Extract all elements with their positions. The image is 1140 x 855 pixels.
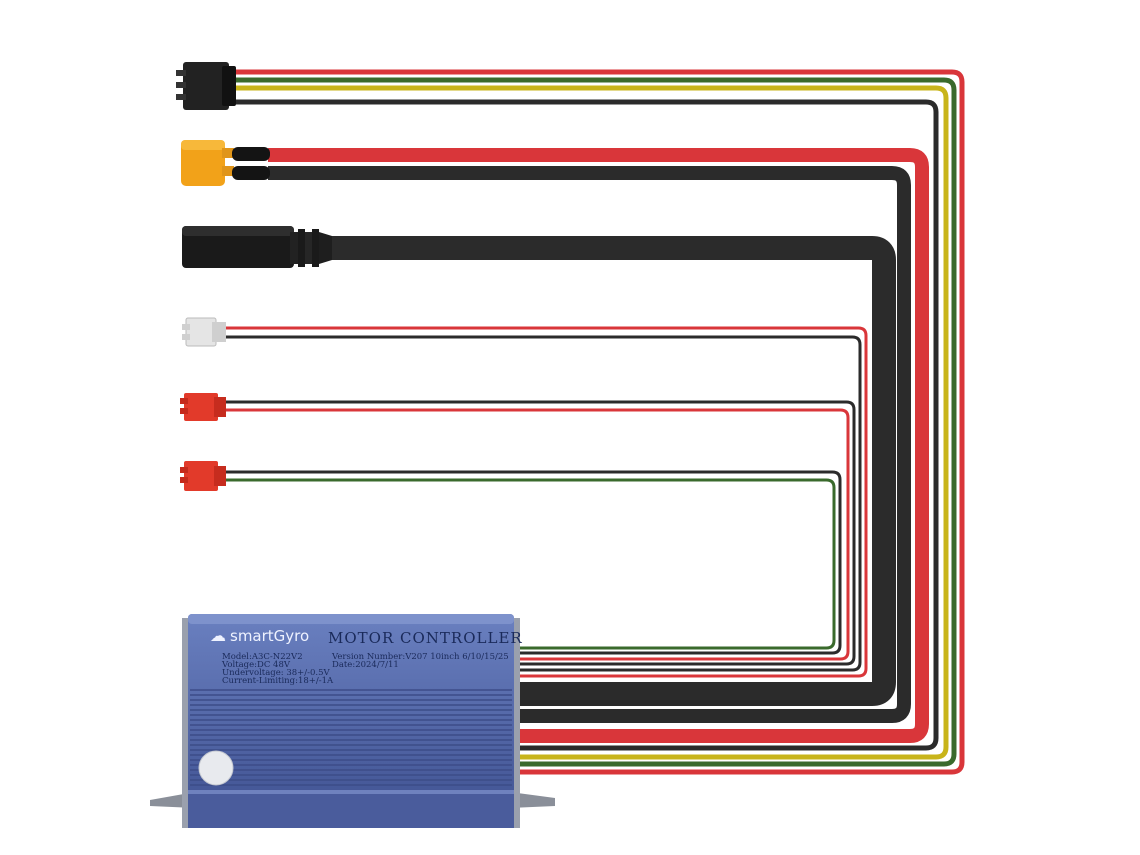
black-wire xyxy=(226,470,842,655)
xt-power-connector xyxy=(181,140,270,186)
black-wire xyxy=(226,335,862,672)
black-wire xyxy=(330,236,896,706)
spec-version: Version Number:V207 10inch 6/10/15/25 xyxy=(331,652,509,662)
controller-title: MOTOR CONTROLLER xyxy=(328,629,523,647)
red-2-pin-connector-a xyxy=(180,393,226,421)
green-wire xyxy=(236,77,957,767)
spec-voltage: Voltage:DC 48V xyxy=(221,660,291,670)
red-wire xyxy=(236,69,965,775)
black-wire xyxy=(226,400,856,666)
white-2-pin-connector xyxy=(182,317,226,347)
black-wire xyxy=(268,166,911,723)
label-sticker xyxy=(198,750,234,786)
green-wire xyxy=(226,478,836,650)
red-wire xyxy=(226,326,868,678)
spec-current-limiting: Current-Limiting:18+/-1A xyxy=(222,676,334,686)
4-pin-signal-connector xyxy=(176,62,236,110)
motor-controller-unit: ☁ smartGyro MOTOR CONTROLLER Model:A3C-N… xyxy=(150,614,555,828)
yellow-wire xyxy=(236,85,949,760)
right-mounting-tab xyxy=(510,792,555,808)
cloud-logo-icon: ☁ xyxy=(210,626,226,645)
brand-name: smartGyro xyxy=(230,627,309,645)
spec-date: Date:2024/7/11 xyxy=(332,660,399,670)
red-2-pin-connector-b xyxy=(180,461,226,491)
spec-model: Model:A3C-N22V2 xyxy=(222,652,303,662)
red-wire xyxy=(268,148,929,743)
cooling-fins xyxy=(190,689,512,786)
wire-harness xyxy=(226,69,965,775)
black-wire xyxy=(236,99,939,751)
red-wire xyxy=(226,408,850,661)
spec-undervoltage: Undervoltage: 38+/-0.5V xyxy=(222,668,331,678)
round-motor-plug xyxy=(182,226,332,268)
